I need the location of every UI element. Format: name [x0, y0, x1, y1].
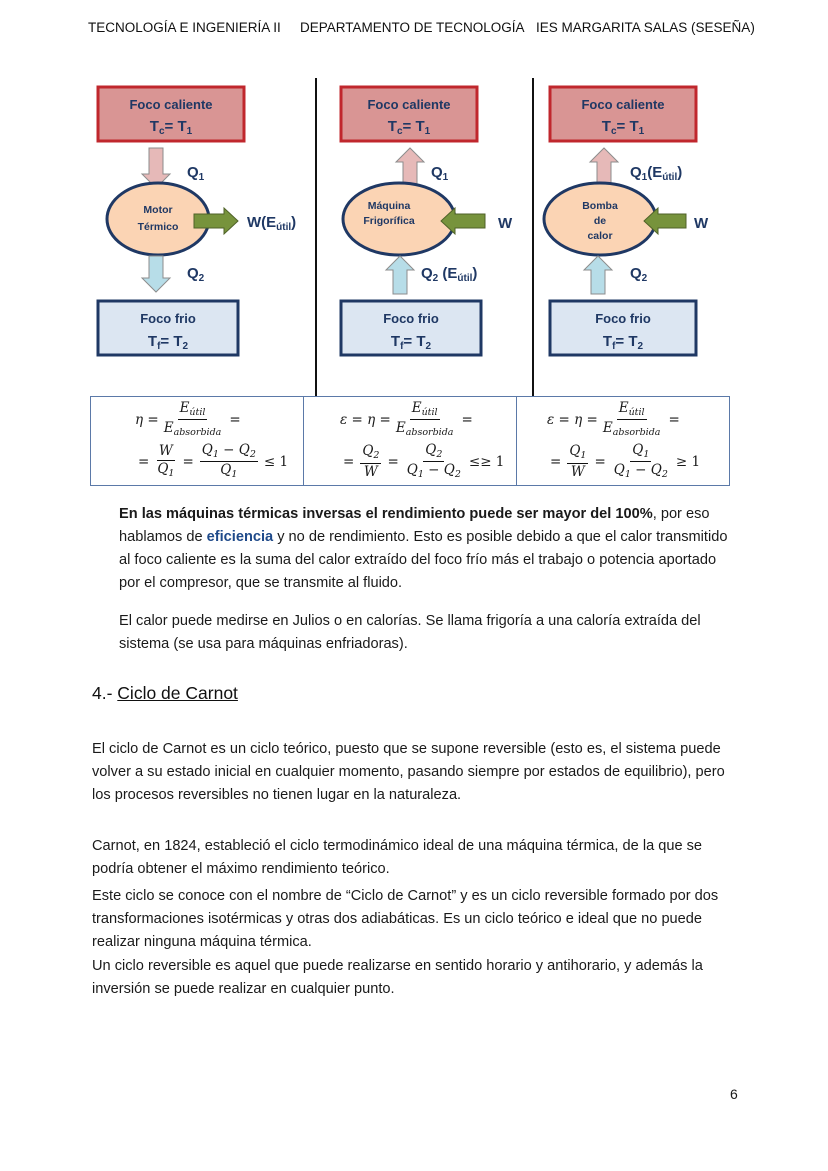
paragraph-carnot-definition: Este ciclo se conoce con el nombre de “C… — [92, 885, 732, 954]
formula-inequality: ≤≥ 1 — [468, 453, 505, 470]
machine-label-line2: Térmico — [138, 221, 179, 233]
paragraph-text: Un ciclo reversible es aquel que puede r… — [92, 958, 703, 997]
svg-text:Tc= T1: Tc= T1 — [388, 118, 431, 137]
paragraph-text: Este ciclo se conoce con el nombre de “C… — [92, 888, 719, 950]
cold-source-title: Foco frio — [595, 311, 651, 326]
svg-text:Tc= T1: Tc= T1 — [602, 118, 645, 137]
paragraph-text: El ciclo de Carnot es un ciclo teórico, … — [92, 741, 725, 803]
paragraph-carnot-intro: El ciclo de Carnot es un ciclo teórico, … — [92, 738, 732, 807]
thermal-machines-diagram: Foco caliente Tc= T1 Q1 Motor Térmico W(… — [90, 78, 738, 398]
refrigerator-panel: Foco caliente Tc= T1 Q1 Máquina Frigoríf… — [339, 85, 513, 357]
formula-lhs: ε = η = — [340, 411, 391, 428]
svg-text:Q2: Q2 — [187, 265, 205, 284]
paragraph-text: y no de rendimiento. Esto es posible deb… — [119, 529, 728, 591]
section-number: 4.- — [92, 683, 118, 703]
formula-inequality: ≥ 1 — [675, 453, 701, 470]
section-title: Ciclo de Carnot — [117, 683, 238, 703]
paragraph-text: , por eso hablamos de — [119, 506, 710, 545]
section-heading: 4.- Ciclo de Carnot — [92, 683, 238, 704]
machine-label-line2: de — [594, 215, 606, 227]
formula-inequality: ≤ 1 — [263, 453, 289, 470]
eficiencia-term: eficiencia — [206, 529, 274, 545]
svg-text:Q1: Q1 — [187, 164, 205, 183]
header-left: TECNOLOGÍA E INGENIERÍA II — [88, 20, 281, 35]
paragraph-text: Carnot, en 1824, estableció el ciclo ter… — [92, 838, 703, 877]
hot-source-title: Foco caliente — [367, 97, 450, 112]
formula-lhs: η = — [135, 411, 159, 428]
machine-label-line3: calor — [587, 230, 612, 242]
paragraph-text: El calor puede medirse en Julios o en ca… — [119, 613, 701, 652]
header-right: IES MARGARITA SALAS (SESEÑA) — [536, 20, 755, 35]
svg-text:Tf= T2: Tf= T2 — [603, 333, 644, 352]
paragraph-reversible: Un ciclo reversible es aquel que puede r… — [92, 955, 732, 1001]
paragraph-bold-lead: En las máquinas térmicas inversas el ren… — [119, 506, 653, 522]
header-center: DEPARTAMENTO DE TECNOLOGÍA — [300, 20, 525, 35]
svg-text:Tc= T1: Tc= T1 — [150, 118, 193, 137]
heat-pump-panel: Foco caliente Tc= T1 Q1(Eútil) Bomba de … — [542, 85, 709, 357]
svg-text:W(Eútil): W(Eútil) — [247, 214, 296, 233]
page-number: 6 — [730, 1086, 738, 1102]
svg-text:Q2 (Eútil): Q2 (Eútil) — [421, 265, 477, 284]
paragraph-efficiency: En las máquinas térmicas inversas el ren… — [119, 503, 729, 595]
hot-source-title: Foco caliente — [129, 97, 212, 112]
separator-1 — [315, 78, 317, 396]
cold-source-title: Foco frio — [140, 311, 196, 326]
work-label: W — [498, 215, 513, 232]
paragraph-units: El calor puede medirse en Julios o en ca… — [119, 610, 729, 656]
cold-source-title: Foco frio — [383, 311, 439, 326]
machine-label-line2: Frigorífica — [363, 215, 415, 227]
svg-text:Q1(Eútil): Q1(Eútil) — [630, 164, 682, 183]
work-label: W — [694, 215, 709, 232]
svg-text:Tf= T2: Tf= T2 — [391, 333, 432, 352]
machine-label-line1: Máquina — [368, 200, 411, 212]
svg-text:Tf= T2: Tf= T2 — [148, 333, 189, 352]
hot-source-title: Foco caliente — [581, 97, 664, 112]
paragraph-carnot-1824: Carnot, en 1824, estableció el ciclo ter… — [92, 835, 732, 881]
formula-lhs: ε = η = — [547, 411, 598, 428]
machine-label-line1: Motor — [143, 204, 172, 216]
heat-engine-panel: Foco caliente Tc= T1 Q1 Motor Térmico W(… — [96, 85, 296, 357]
separator-2 — [532, 78, 534, 396]
svg-text:Q2: Q2 — [630, 265, 648, 284]
svg-text:Q1: Q1 — [431, 164, 449, 183]
machine-label-line1: Bomba — [582, 200, 618, 212]
